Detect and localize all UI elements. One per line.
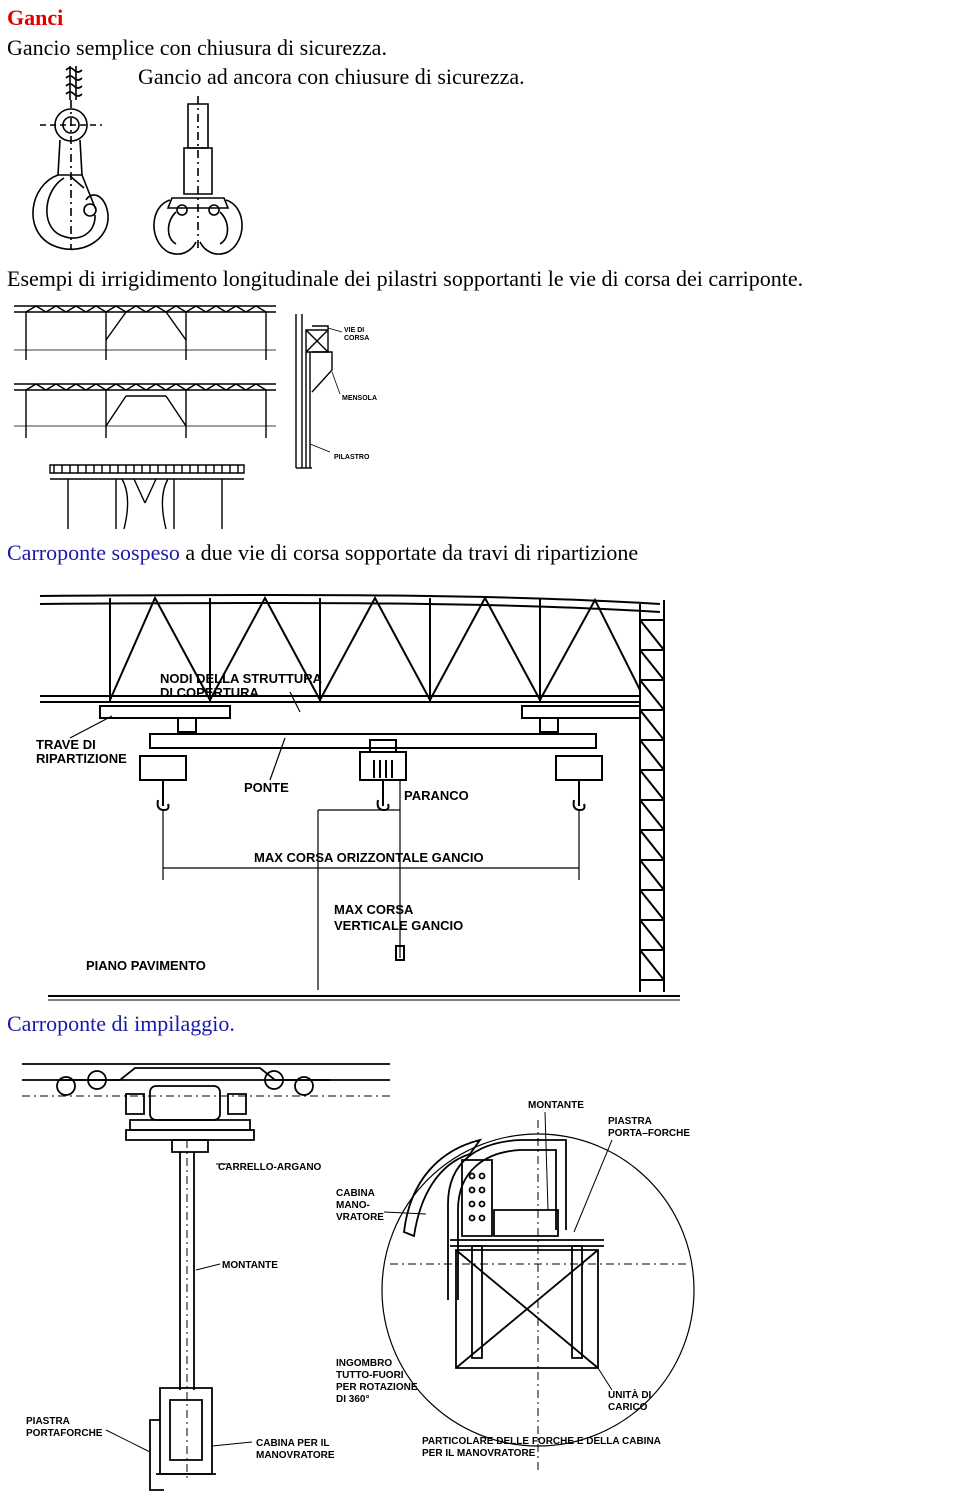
- caption-suspended-highlight: Carroponte sospeso: [7, 540, 180, 565]
- caption-stiffening: Esempi di irrigidimento longitudinale de…: [7, 266, 804, 291]
- label-montante-right: MONTANTE: [528, 1100, 584, 1111]
- label-vie-di: VIE DI: [344, 327, 364, 334]
- label-ingombro-2: TUTTO-FUORI: [336, 1370, 404, 1381]
- truss-diagram-3: [50, 463, 244, 531]
- label-piastra-porta-forche-2: PORTA–FORCHE: [608, 1128, 690, 1139]
- page-title: Ganci: [7, 5, 64, 30]
- label-max-verticale-2: VERTICALE GANCIO: [334, 918, 463, 933]
- label-cabina-manovratore-1: CABINA PER IL: [256, 1438, 330, 1449]
- label-trave-1: TRAVE DI: [36, 737, 96, 752]
- label-cabina-mano-2: MANO-: [336, 1200, 370, 1211]
- label-carrello-argano: CARRELLO-ARGANO: [218, 1162, 322, 1173]
- label-cabina-manovratore-2: MANOVRATORE: [256, 1450, 335, 1461]
- label-cabina-mano-3: VRATORE: [336, 1212, 384, 1223]
- label-max-orizzontale: MAX CORSA ORIZZONTALE GANCIO: [254, 850, 484, 865]
- suspended-crane-diagram: NODI DELLA STRUTTURA DI COPERTURA TRAVE …: [36, 0, 960, 1010]
- label-nodi-2: DI COPERTURA: [160, 685, 260, 700]
- caption-simple-hook: Gancio semplice con chiusura di sicurezz…: [7, 35, 387, 60]
- label-piastra-portaforche-1: PIASTRA: [26, 1416, 70, 1427]
- caption-anchor-hook: Gancio ad ancora con chiusure di sicurez…: [138, 64, 525, 89]
- label-unita-di-carico-1: UNITÀ DI: [608, 1388, 652, 1401]
- label-unita-di-carico-2: CARICO: [608, 1402, 648, 1413]
- label-max-verticale-1: MAX CORSA: [334, 902, 414, 917]
- label-paranco: PARANCO: [404, 788, 469, 803]
- label-cabina-mano-1: CABINA: [336, 1188, 375, 1199]
- label-particolare-1: PARTICOLARE DELLE FORCHE E DELLA CABINA: [422, 1436, 661, 1447]
- truss-diagram-2: [14, 378, 276, 440]
- label-ingombro-1: INGOMBRO: [336, 1358, 392, 1369]
- label-corsa: CORSA: [344, 335, 369, 342]
- label-ingombro-3: PER ROTAZIONE: [336, 1382, 418, 1393]
- label-ingombro-4: DI 360°: [336, 1394, 369, 1405]
- caption-stacking-crane: Carroponte di impilaggio.: [7, 1011, 235, 1036]
- label-montante-left: MONTANTE: [222, 1260, 278, 1271]
- label-pilastro: PILASTRO: [334, 454, 370, 461]
- label-piastra-portaforche-2: PORTAFORCHE: [26, 1428, 103, 1439]
- label-piano-pavimento: PIANO PAVIMENTO: [86, 958, 206, 973]
- label-nodi-1: NODI DELLA STRUTTURA: [160, 671, 323, 686]
- label-trave-2: RIPARTIZIONE: [36, 751, 127, 766]
- simple-hook-drawing: [0, 0, 960, 270]
- column-detail-diagram: VIE DI CORSA MENSOLA PILASTRO: [0, 0, 377, 480]
- truss-diagram-1: [14, 300, 276, 362]
- label-ponte: PONTE: [244, 780, 289, 795]
- caption-suspended-rest: a due vie di corsa sopportate da travi d…: [179, 540, 639, 565]
- label-particolare-2: PER IL MANOVRATORE: [422, 1448, 536, 1459]
- anchor-hook-drawing: [0, 0, 960, 270]
- label-piastra-porta-forche-1: PIASTRA: [608, 1116, 652, 1127]
- caption-suspended-crane: Carroponte sospeso a due vie di corsa so…: [7, 540, 638, 566]
- label-mensola: MENSOLA: [342, 395, 377, 402]
